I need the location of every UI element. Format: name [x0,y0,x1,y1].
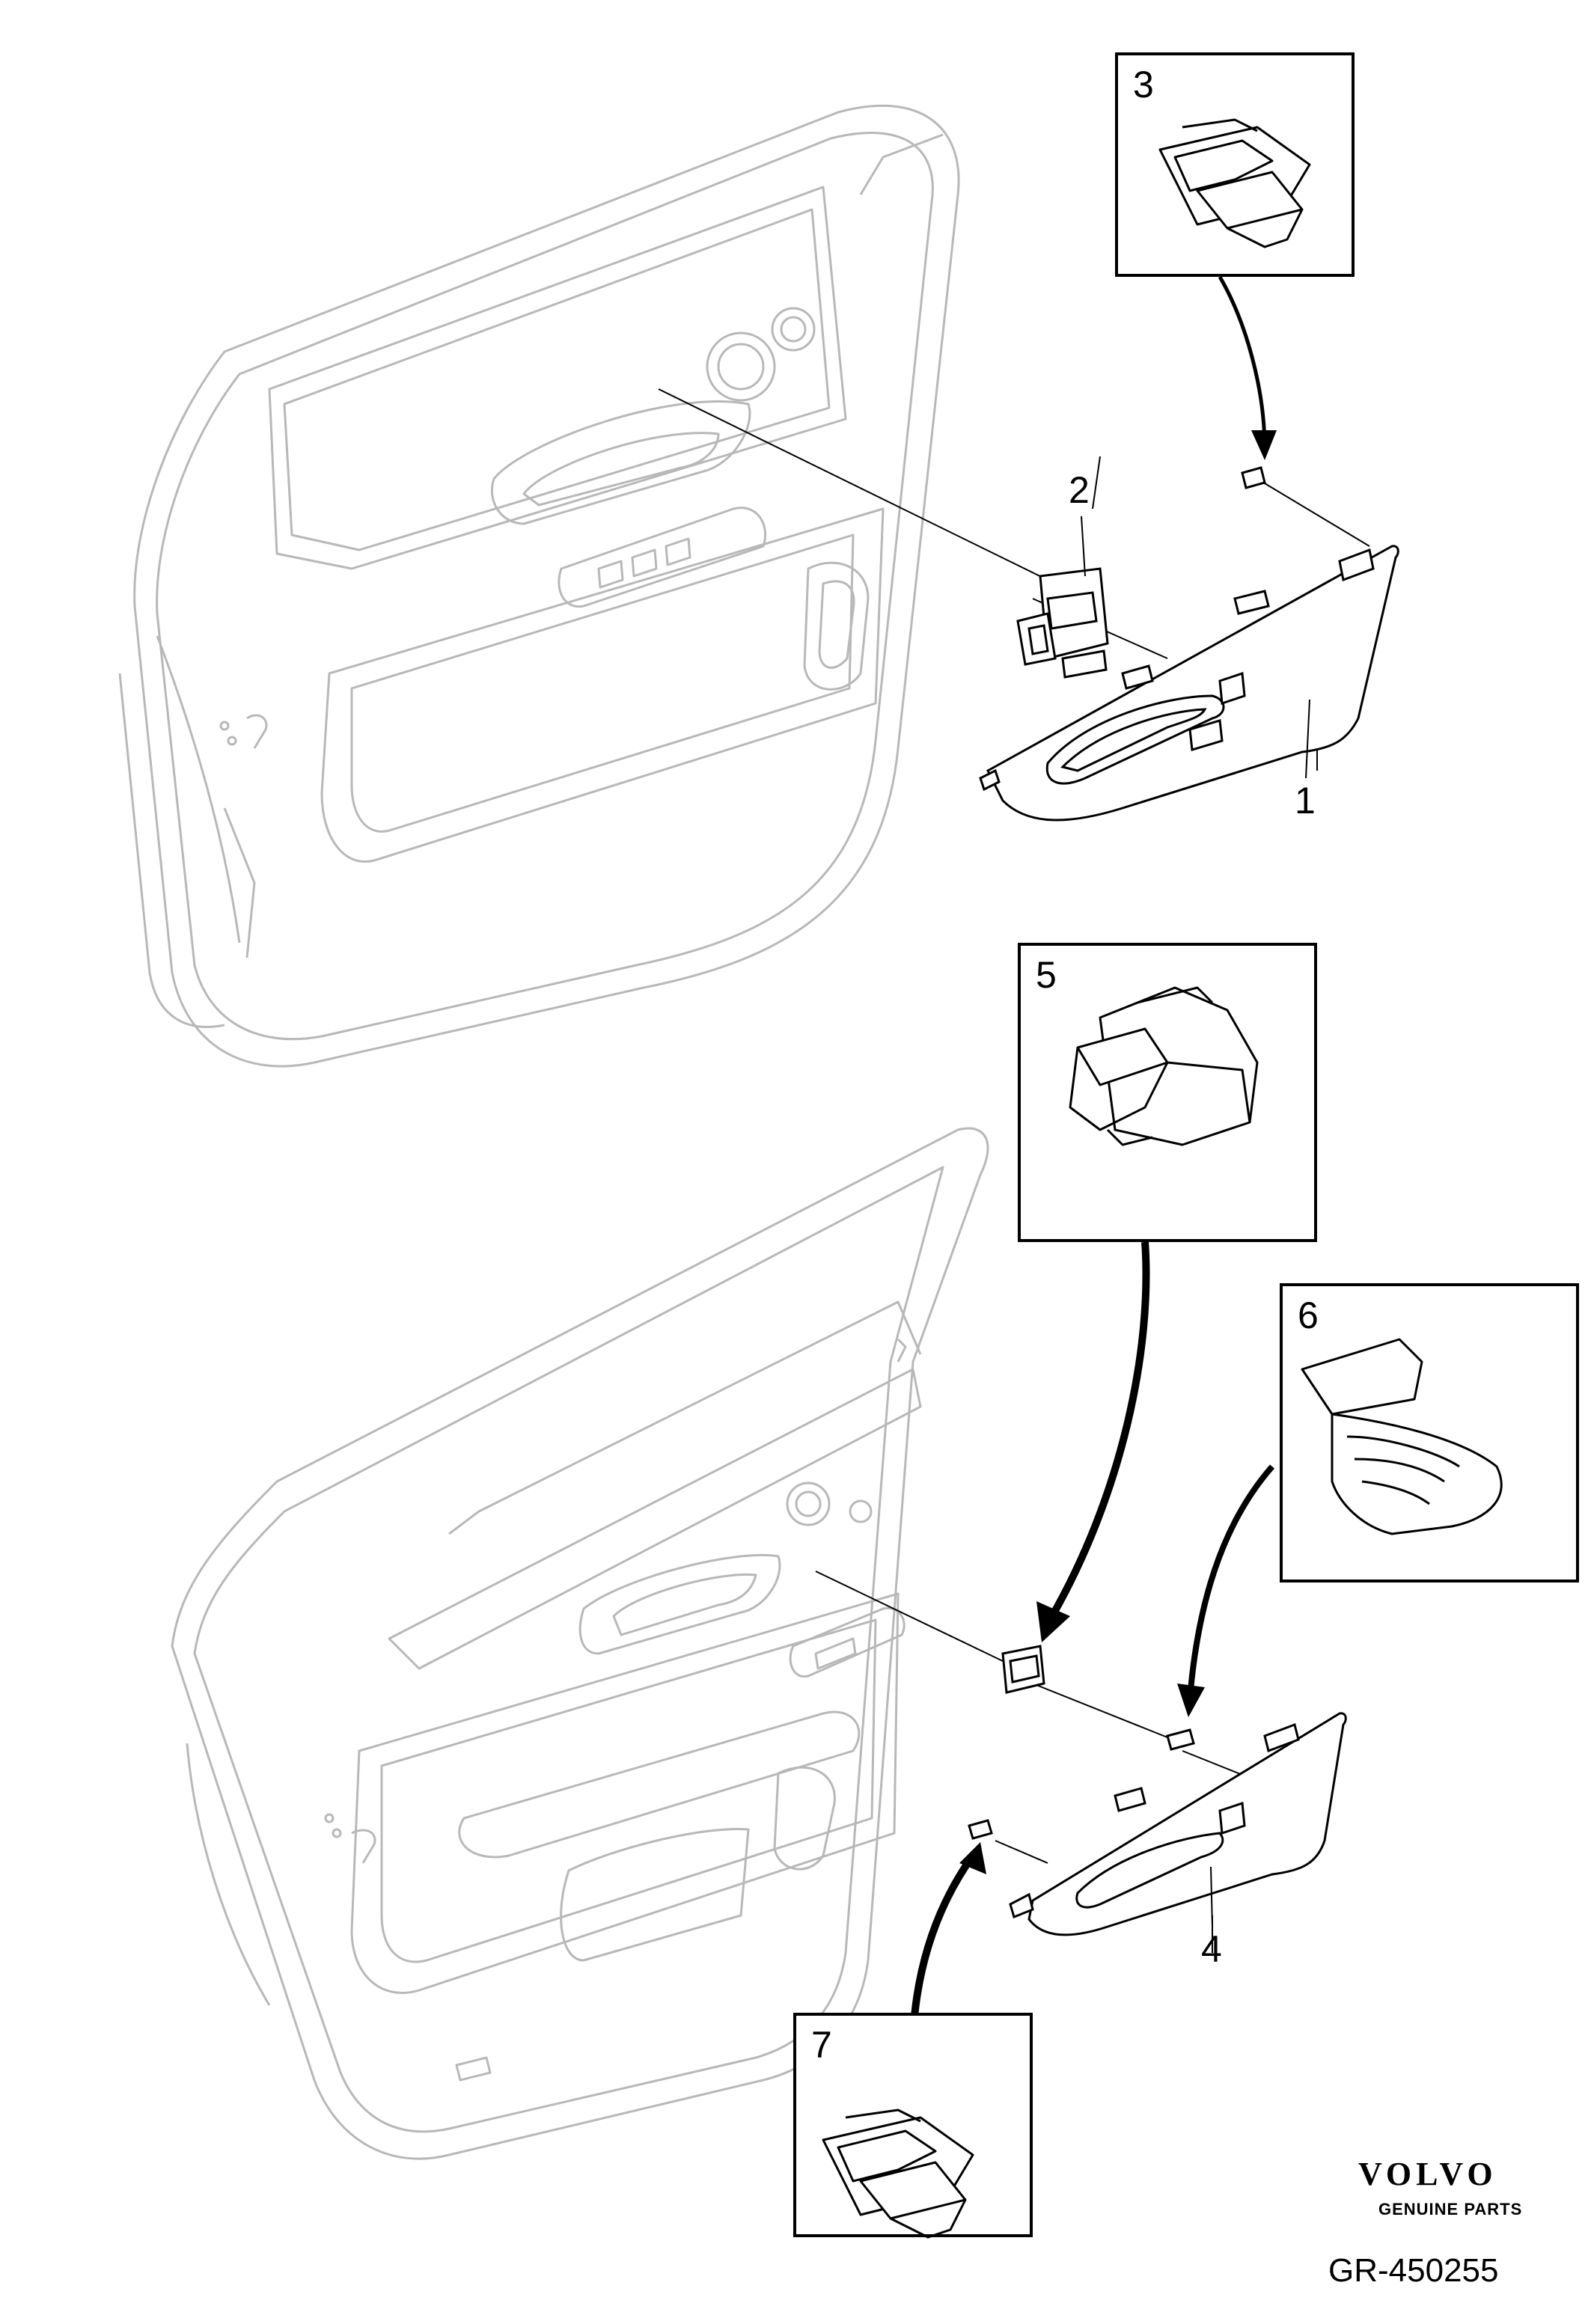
callout-1: 1 [1295,780,1316,822]
inset-7-number: 7 [811,2024,832,2066]
front-clip-part [1241,466,1266,489]
inset-3-number: 3 [1133,64,1154,106]
arrow-7 [909,1842,986,2036]
rear-window-switch-part [1001,1645,1045,1694]
callout-4: 4 [1201,1928,1222,1970]
callout-2: 2 [1069,469,1090,511]
arrow-5 [1036,1241,1150,1642]
inset-6-number: 6 [1298,1294,1319,1336]
inset-5-switch-icon [1069,986,1259,1146]
front-window-switch-part [1016,567,1109,679]
front-door-outline [118,104,960,1068]
arrow-6 [1177,1464,1275,1717]
rear-door-outline [171,1127,989,2160]
rear-clip-part-6 [1166,1728,1195,1751]
inset-5-number: 5 [1036,954,1057,996]
rear-clip-part-7 [968,1819,993,1840]
rear-armrest-trim-part [1009,1712,1347,1936]
front-armrest-trim-part [979,545,1399,822]
arrow-3 [1218,275,1277,460]
inset-6-clip-icon [1301,1338,1503,1535]
callout-ticks [1081,516,1310,1927]
diagram-reference-number: GR-450255 [1328,2252,1499,2289]
inset-3-clip-icon [1158,118,1311,248]
inset-6: 6 [1280,1283,1579,1583]
genuine-parts-label: GENUINE PARTS [1378,2200,1523,2218]
inset-7-clip-icon [822,2109,974,2239]
volvo-logo-wordmark: VOLVO [1358,2156,1497,2192]
